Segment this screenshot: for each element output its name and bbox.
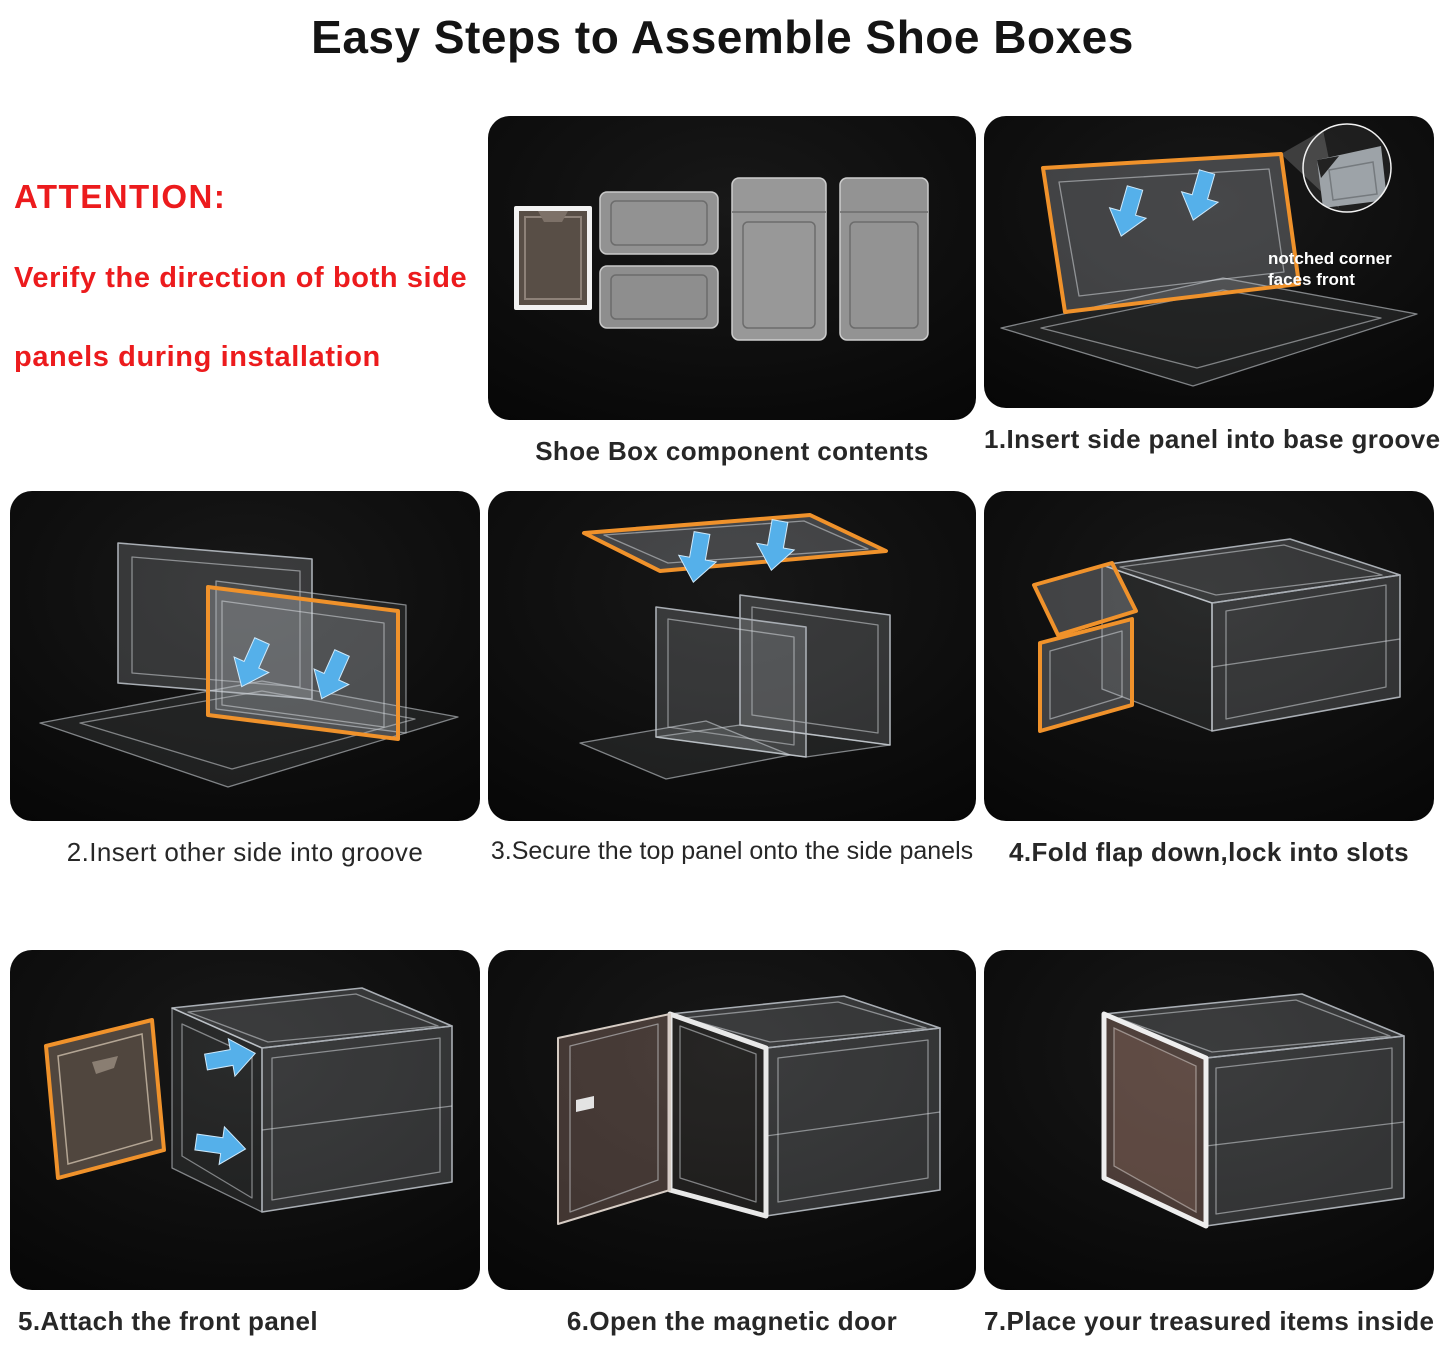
row-3: 5.Attach the front panel (0, 950, 1445, 1337)
attention-heading: ATTENTION: (14, 178, 227, 215)
front-panel-part (514, 206, 592, 310)
step-5-illustration (44, 987, 453, 1213)
top-panel-highlighted (582, 513, 888, 573)
panel-step-7: 7.Place your treasured items inside (984, 950, 1434, 1337)
step-3-caption: 3.Secure the top panel onto the side pan… (490, 837, 974, 865)
step-5-image (10, 950, 480, 1290)
step-2-caption: 2.Insert other side into groove (66, 837, 424, 867)
box-body (1101, 538, 1401, 732)
step-3-illustration (579, 513, 891, 780)
installed-side-panel (117, 542, 313, 700)
panel-step-1: notched corner faces front 1.Insert side… (984, 116, 1441, 455)
box-body (171, 987, 453, 1213)
insert-arrows (677, 519, 796, 584)
side-panel-assembly (579, 594, 891, 780)
note-line-1: notched corner (1268, 249, 1392, 268)
open-door (557, 1013, 671, 1225)
attention-note: ATTENTION: Verify the direction of both … (10, 116, 480, 374)
step-4-caption: 4.Fold flap down,lock into slots (1009, 837, 1409, 867)
notched-corner-magnifier (1302, 123, 1392, 213)
front-slot-highlighted (1038, 617, 1134, 733)
insert-arrows (233, 637, 350, 700)
step-2-image (10, 491, 480, 821)
step-7-illustration (1101, 993, 1405, 1229)
panel-step-5: 5.Attach the front panel (10, 950, 480, 1337)
step-2-illustration (39, 542, 459, 788)
attention-line-2: panels during installation (14, 341, 381, 373)
panel-step-2: 2.Insert other side into groove (10, 491, 480, 868)
step-6-illustration (557, 995, 941, 1225)
side-panel-highlighted (1041, 152, 1301, 314)
step-7-caption: 7.Place your treasured items inside (984, 1306, 1435, 1336)
front-panel-highlighted (44, 1018, 166, 1180)
step-1-image: notched corner faces front (984, 116, 1434, 408)
box-body (667, 995, 941, 1219)
page-title: Easy Steps to Assemble Shoe Boxes (311, 11, 1134, 63)
step-1-illustration (1000, 123, 1418, 387)
base-tray (1000, 277, 1418, 387)
step-4-image (984, 491, 1434, 821)
step-7-image (984, 950, 1434, 1290)
notched-corner-note: notched corner faces front (1268, 248, 1426, 291)
panel-step-4: 4.Fold flap down,lock into slots (984, 491, 1434, 868)
side-panel-parts (731, 177, 929, 341)
panel-step-3: 3.Secure the top panel onto the side pan… (488, 491, 976, 866)
step-3-image (488, 491, 976, 821)
components-caption: Shoe Box component contents (535, 436, 929, 466)
panel-step-6: 6.Open the magnetic door (488, 950, 976, 1337)
flap-highlighted (1032, 561, 1138, 637)
attach-arrows (194, 1037, 257, 1166)
panel-components: Shoe Box component contents (488, 116, 976, 467)
attention-line-1: Verify the direction of both side (14, 262, 468, 294)
base-tray (39, 680, 459, 788)
row-2: 2.Insert other side into groove (0, 491, 1445, 868)
top-bottom-panel-parts (599, 191, 719, 329)
side-panel-highlighted (206, 580, 407, 741)
components-illustration (514, 177, 929, 341)
row-1: ATTENTION: Verify the direction of both … (0, 116, 1445, 467)
step-5-caption: 5.Attach the front panel (18, 1306, 318, 1336)
step-6-caption: 6.Open the magnetic door (566, 1306, 898, 1336)
components-image (488, 116, 976, 420)
step-6-image (488, 950, 976, 1290)
assembled-box (1101, 993, 1405, 1229)
insert-arrows (1108, 169, 1220, 237)
note-line-2: faces front (1268, 270, 1355, 290)
step-1-caption: 1.Insert side panel into base groove (984, 424, 1441, 454)
step-4-illustration (1032, 538, 1401, 733)
